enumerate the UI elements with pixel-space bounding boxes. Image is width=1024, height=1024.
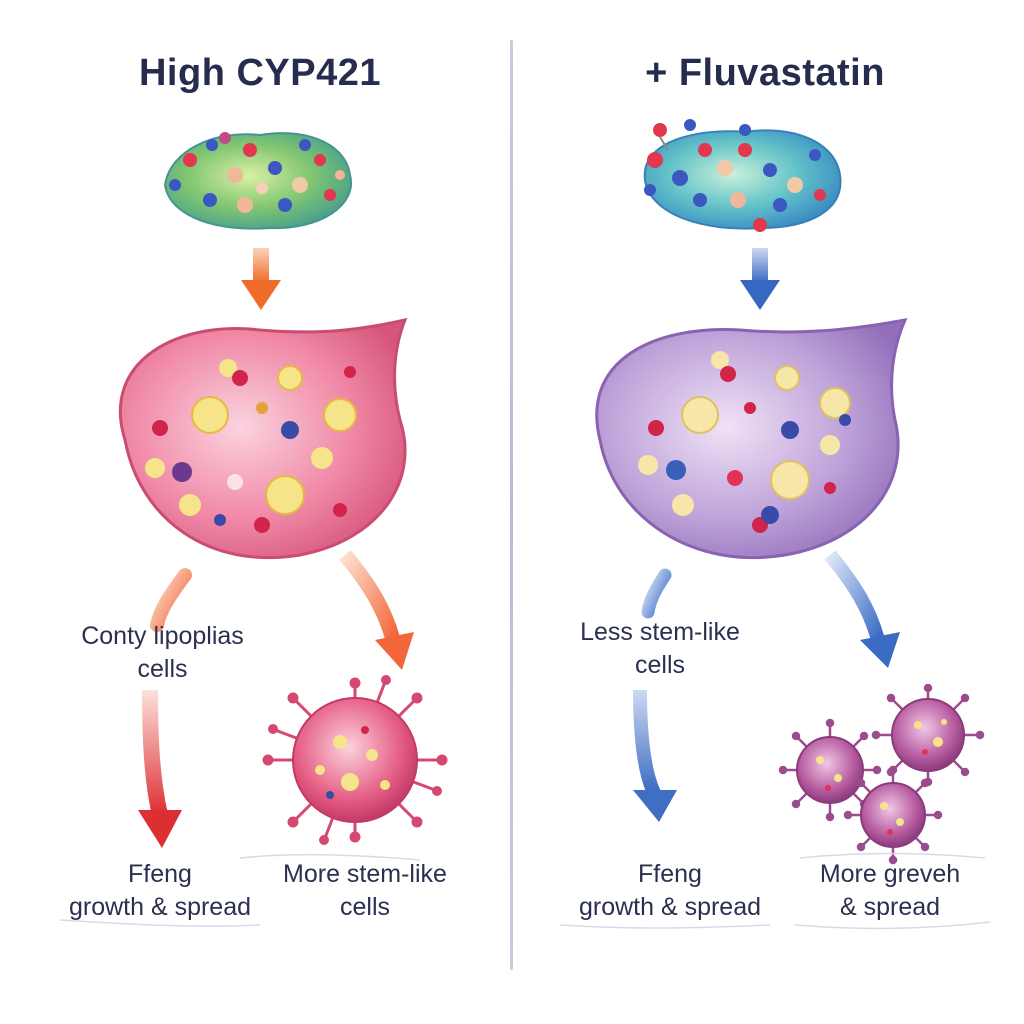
right-branch-caption-line2: cells <box>634 651 685 679</box>
left-outcome-right-line1: More stem-like <box>283 860 447 888</box>
right-panel-title: + Fluvastatin <box>645 52 885 94</box>
left-stem-cell <box>262 675 448 845</box>
left-branch-caption-line2: cells <box>137 655 188 683</box>
right-branch-arrow-left <box>641 568 672 619</box>
left-main-cell <box>118 317 408 560</box>
right-stem-cell-bottom <box>843 765 943 865</box>
left-down-arrow <box>241 248 281 310</box>
left-outcome-left-line1: Ffeng <box>128 860 192 888</box>
left-molecule-cluster <box>163 132 353 230</box>
right-molecule-cluster <box>643 119 842 232</box>
right-branch-arrow-right <box>824 550 900 668</box>
right-branch-caption-line1: Less stem-like <box>580 618 740 646</box>
right-down-arrow <box>740 248 780 310</box>
left-branch-caption-line1: Conty lipoplias <box>81 622 244 650</box>
right-main-cell <box>595 318 908 560</box>
right-outcome-left-line1: Ffeng <box>638 860 702 888</box>
right-outcome-right-line2: & spread <box>839 893 941 921</box>
left-branch-arrow-left <box>150 568 192 632</box>
left-outcome-left: Ffeng growth & spread <box>40 858 280 924</box>
left-outcome-right-line2: cells <box>339 893 390 921</box>
panel-divider <box>510 40 513 970</box>
right-outcome-right-line1: More greveh <box>819 860 961 888</box>
left-panel-title: High CYP421 <box>138 52 382 94</box>
right-outcome-left: Ffeng growth & spread <box>550 858 790 924</box>
left-red-down-arrow <box>138 689 182 848</box>
right-stem-cell-top <box>871 683 985 787</box>
right-stem-cell-left <box>778 718 882 822</box>
right-blue-down-arrow <box>633 689 677 822</box>
left-branch-arrow-right <box>339 550 414 670</box>
right-branch-caption: Less stem-like cells <box>540 616 780 682</box>
left-outcome-right: More stem-like cells <box>250 858 480 924</box>
right-outcome-right: More greveh & spread <box>785 858 995 924</box>
left-branch-caption: Conty lipoplias cells <box>40 620 285 686</box>
left-outcome-left-line2: growth & spread <box>68 893 252 921</box>
bottom-sketch-lines <box>59 852 991 930</box>
right-outcome-left-line2: growth & spread <box>578 893 762 921</box>
